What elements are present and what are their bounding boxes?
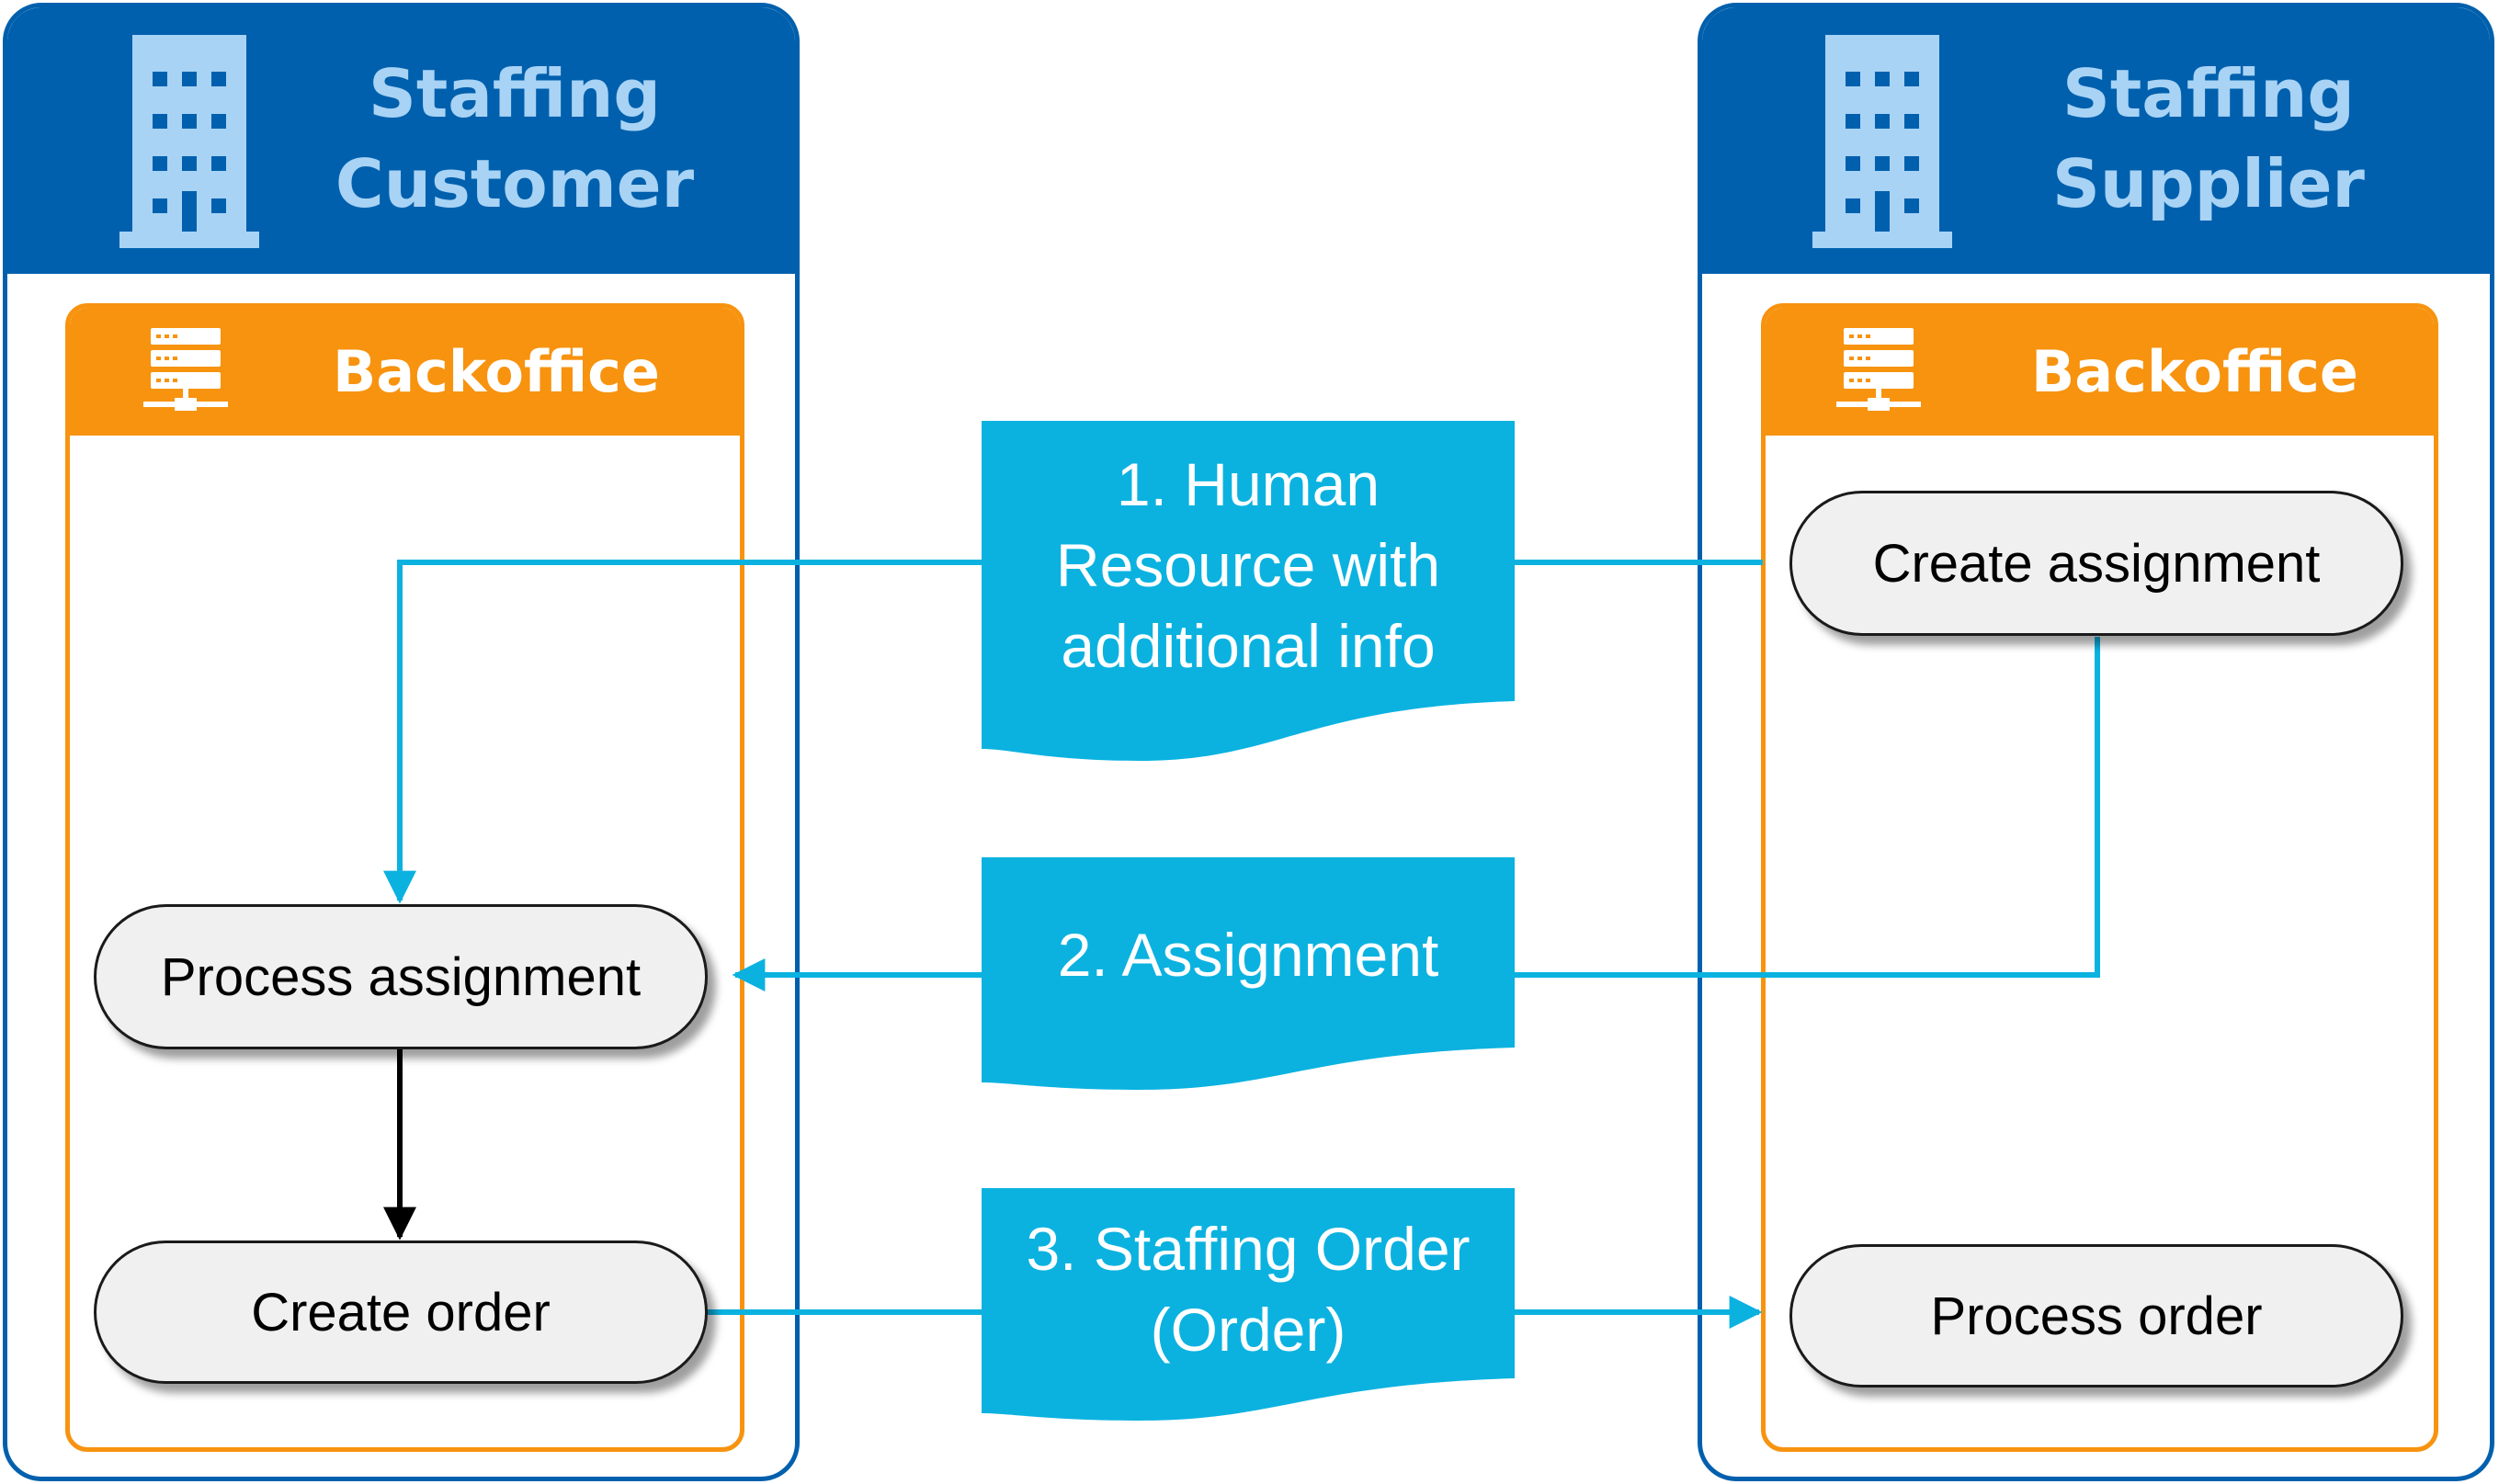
message-1-document	[982, 421, 1515, 761]
supplier-backoffice-header: Backoffice	[1766, 308, 2434, 436]
message-2-label: 2. Assignment	[982, 914, 1515, 995]
process-assignment-step[interactable]: Process assignment	[94, 904, 708, 1049]
building-icon	[1812, 35, 1952, 248]
message-1-label: 1. Human Resource with additional info	[982, 444, 1515, 686]
staffing-customer-title: Staffing Customer	[299, 49, 731, 229]
create-assignment-step[interactable]: Create assignment	[1789, 491, 2403, 636]
message-line: additional info	[1061, 612, 1436, 680]
message-line: 3. Staffing Order	[1026, 1215, 1471, 1283]
title-line: Customer	[335, 145, 695, 222]
message-line: Resource with	[1055, 531, 1441, 599]
supplier-backoffice-title: Backoffice	[2031, 338, 2358, 405]
staffing-supplier-title: Staffing Supplier	[1993, 49, 2425, 229]
message-2-document	[982, 857, 1515, 1090]
title-line: Supplier	[2052, 145, 2365, 222]
customer-backoffice-header: Backoffice	[70, 308, 740, 436]
message-line: 2. Assignment	[1057, 921, 1439, 989]
message-3-document	[982, 1188, 1515, 1421]
server-icon	[143, 328, 228, 411]
message-line: 1. Human	[1116, 450, 1380, 518]
message-3-label: 3. Staffing Order (Order)	[982, 1208, 1515, 1370]
message-line: (Order)	[1150, 1296, 1346, 1364]
staffing-supplier-header: Staffing Supplier	[1702, 7, 2490, 274]
title-line: Staffing	[369, 55, 661, 132]
process-order-step[interactable]: Process order	[1789, 1244, 2403, 1388]
building-icon	[119, 35, 259, 248]
customer-backoffice-title: Backoffice	[333, 338, 660, 405]
staffing-customer-header: Staffing Customer	[7, 7, 795, 274]
server-icon	[1836, 328, 1921, 411]
create-order-step[interactable]: Create order	[94, 1240, 708, 1384]
title-line: Staffing	[2062, 55, 2355, 132]
